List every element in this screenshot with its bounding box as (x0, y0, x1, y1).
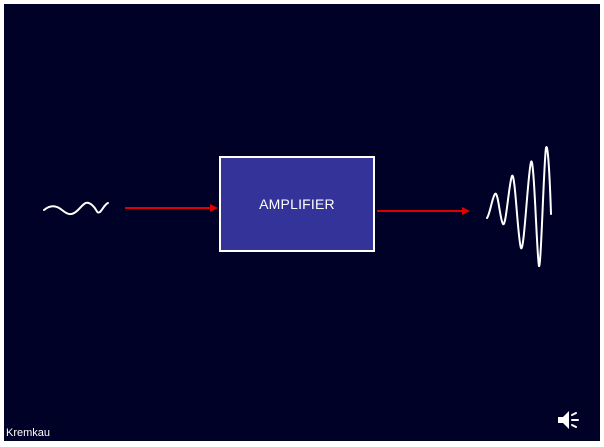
amplifier-diagram (43, 146, 552, 268)
output-wave-icon (486, 146, 552, 268)
amplifier-label: AMPLIFIER (259, 196, 335, 212)
input-arrow-head (210, 204, 218, 212)
output-arrow-head (462, 207, 470, 215)
amplifier-block: AMPLIFIER (219, 156, 375, 252)
slide: AMPLIFIER Kremkau (4, 4, 600, 441)
author-credit: Kremkau (6, 427, 51, 439)
input-wave-icon (43, 201, 109, 216)
speaker-icon[interactable] (556, 408, 582, 432)
